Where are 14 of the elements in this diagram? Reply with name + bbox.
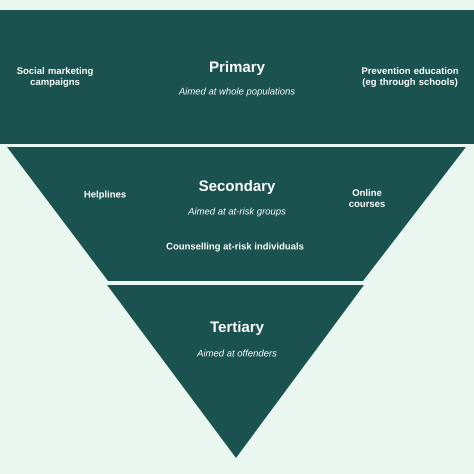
heading: Secondary [199,180,276,194]
subtitle: Aimed at at-risk groups [188,208,286,216]
heading: Primary [210,61,265,75]
measure-text: Online courses [349,189,385,207]
measure-text: Helplines [84,190,126,200]
measure-text: Counselling at-risk individuals [166,242,304,252]
trapezoid-band [7,147,466,281]
subtitle: Aimed at whole populations [178,88,295,96]
measure-text: Prevention education (eg through schools) [362,67,458,87]
rectangle-band [0,10,474,144]
triangle-band [107,285,364,458]
measure-text: Social marketing campaigns [17,67,93,87]
subtitle: Aimed at offenders [196,350,277,356]
heading: Tertiary [210,321,264,335]
